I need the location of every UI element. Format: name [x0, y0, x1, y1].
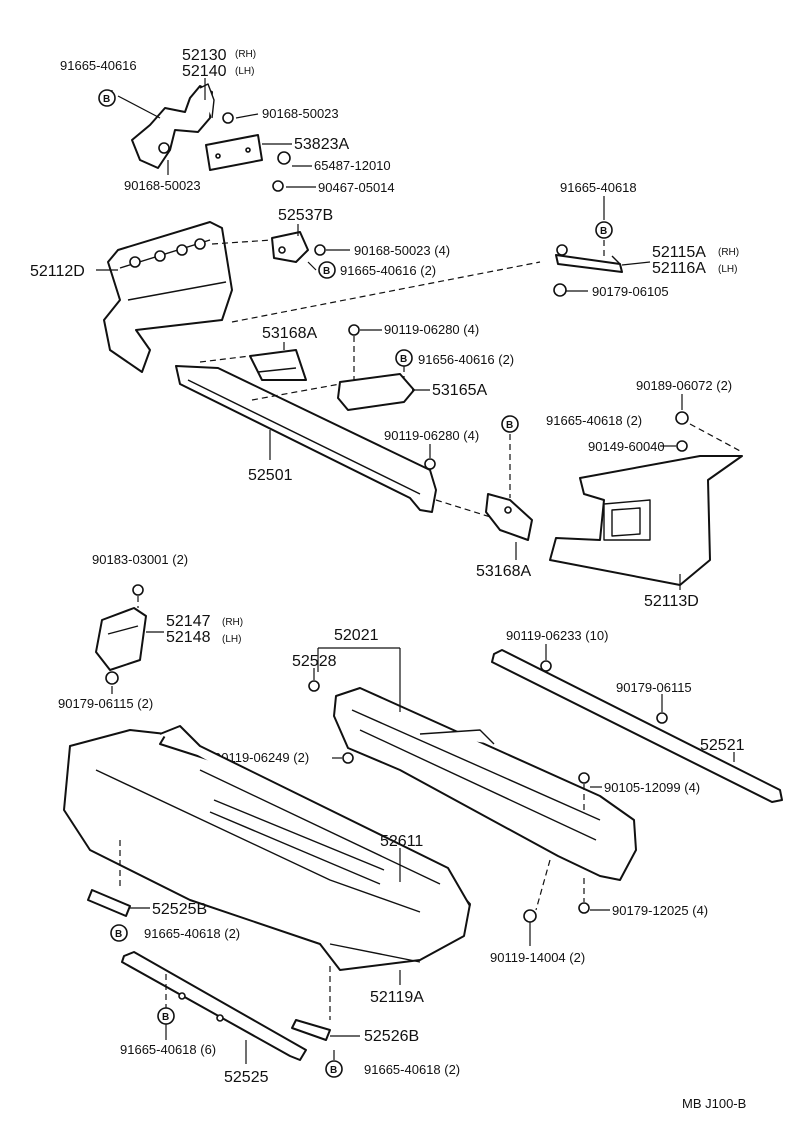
- part-label-52021: 52021: [334, 627, 379, 644]
- bracket-53165A: [337, 324, 415, 411]
- part-label-52521: 52521: [700, 737, 745, 754]
- fastener-label: 90168-50023: [124, 178, 201, 193]
- lh-mark: (LH): [222, 634, 241, 645]
- rh-mark: (RH): [235, 49, 256, 60]
- fastener-label: 90119-06280 (4): [384, 322, 479, 337]
- bolt-mark-2: B: [323, 266, 330, 277]
- part-label-52115A: 52115A: [652, 244, 706, 261]
- fastener-label: 91665-40616: [60, 58, 137, 73]
- bumper-cover-52611: [63, 725, 471, 971]
- bracket-52526B: [291, 1019, 331, 1041]
- fastener-label: 90119-06233 (10): [506, 628, 608, 643]
- part-label-52113D: 52113D: [644, 593, 699, 610]
- part-label-52147: 52147: [166, 613, 211, 630]
- fastener-label: 91665-40618 (2): [546, 413, 642, 428]
- rh-mark: (RH): [222, 617, 243, 628]
- fastener-label: 65487-12010: [314, 158, 391, 173]
- part-label-52525B: 52525B: [152, 901, 207, 918]
- bracket-52525B: [87, 889, 131, 917]
- bolt-mark-8: B: [330, 1065, 337, 1076]
- fastener-label: 91665-40616 (2): [340, 263, 436, 278]
- fastener-label: 90179-12025 (4): [612, 903, 708, 918]
- lh-mark: (LH): [718, 264, 737, 275]
- bracket-52115A: [553, 244, 623, 297]
- lh-mark: (LH): [235, 66, 254, 77]
- part-label-53823A: 53823A: [294, 136, 349, 153]
- fastener-label: 90183-03001 (2): [92, 552, 188, 567]
- fastener-label: 90119-14004 (2): [490, 950, 585, 965]
- fastener-label: 90179-06115: [616, 680, 692, 695]
- part-label-53168A-top: 53168A: [262, 325, 317, 342]
- reinforcement-52525: [121, 951, 307, 1061]
- fastener-label: 90119-06280 (4): [384, 428, 479, 443]
- bracket-52147: [95, 584, 147, 685]
- bolt-mark-1: B: [103, 94, 110, 105]
- fastener-label: 90179-06115 (2): [58, 696, 153, 711]
- diagram-code: MB J100-B: [682, 1096, 746, 1111]
- part-label-52611: 52611: [380, 833, 423, 850]
- fastener-label: 90168-50023 (4): [354, 243, 450, 258]
- bolt-mark-6: B: [115, 929, 122, 940]
- fastener-label: 91665-40618: [560, 180, 637, 195]
- fastener-label: 91665-40618 (2): [144, 926, 240, 941]
- bolt-mark-5: B: [506, 420, 513, 431]
- part-label-52140: 52140: [182, 63, 227, 80]
- bracket-53168A-bottom: [485, 493, 533, 541]
- part-label-52119A: 52119A: [370, 989, 424, 1006]
- fastener-label: 91656-40616 (2): [418, 352, 514, 367]
- fastener-label: 90105-12099 (4): [604, 780, 700, 795]
- fastener-label: 91665-40618 (2): [364, 1062, 460, 1077]
- extension-52113D: [549, 411, 743, 586]
- part-label-52501: 52501: [248, 467, 293, 484]
- reinforcement-52501: [175, 365, 437, 513]
- bolt-mark-4: B: [400, 354, 407, 365]
- part-label-52130: 52130: [182, 47, 227, 64]
- fastener-label: 90179-06105: [592, 284, 669, 299]
- fastener-label: 90189-06072 (2): [636, 378, 732, 393]
- part-label-52526B: 52526B: [364, 1028, 419, 1045]
- retainer-52521: [491, 649, 783, 803]
- part-label-52112D: 52112D: [30, 263, 85, 280]
- part-label-52116A: 52116A: [652, 260, 706, 277]
- fastener-label: 90467-05014: [318, 180, 395, 195]
- bracket-53168A-top: [249, 349, 307, 381]
- extension-52112D: [103, 221, 233, 373]
- fastener-label: 90119-06249 (2): [214, 750, 309, 765]
- bolt-mark-3: B: [600, 226, 607, 237]
- part-label-52537B: 52537B: [278, 207, 333, 224]
- rh-mark: (RH): [718, 247, 739, 258]
- bolt-mark-7: B: [162, 1012, 169, 1023]
- part-label-52528: 52528: [292, 653, 337, 670]
- fastener-label: 91665-40618 (6): [120, 1042, 216, 1057]
- fastener-label: 90149-60040: [588, 439, 665, 454]
- part-label-52525: 52525: [224, 1069, 269, 1086]
- part-label-52148: 52148: [166, 629, 211, 646]
- bracket-52537B: [271, 231, 326, 263]
- part-label-53165A: 53165A: [432, 382, 487, 399]
- fastener-label: 90168-50023: [262, 106, 339, 121]
- part-label-53168A-bottom: 53168A: [476, 563, 531, 580]
- absorber-52021: [308, 680, 637, 881]
- bracket-52130-group: [131, 83, 291, 192]
